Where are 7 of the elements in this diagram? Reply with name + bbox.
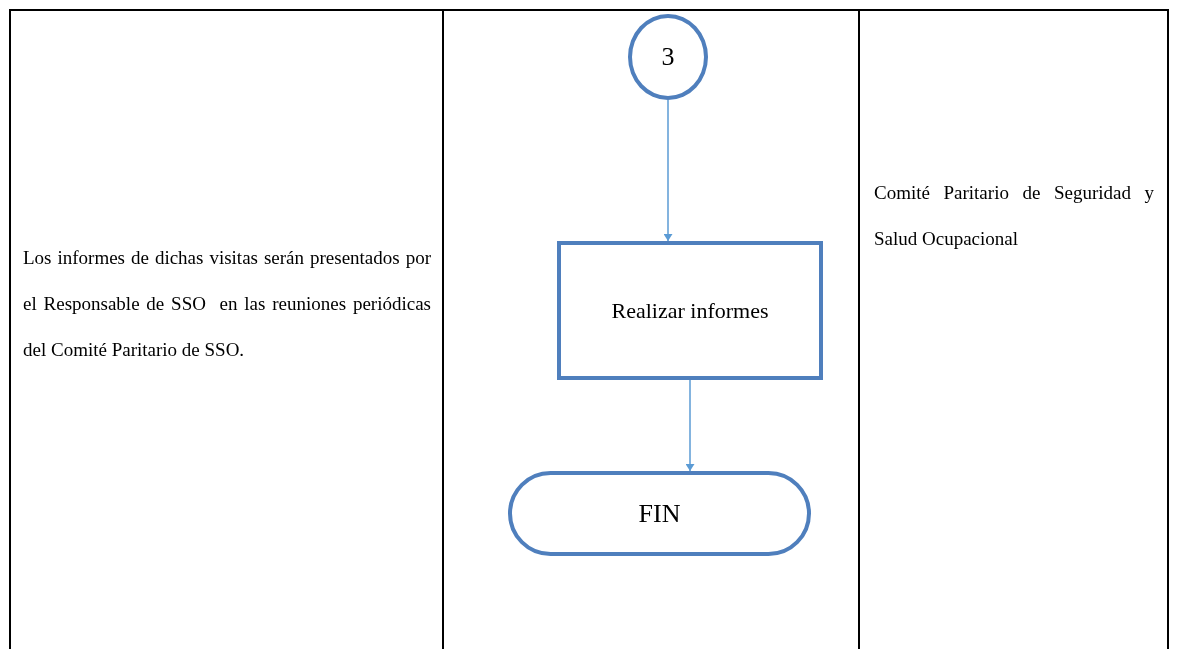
arrow (664, 99, 672, 242)
description-text: Los informes de dichas visitas serán presentados por el Responsable de SSO en las reuniones periódicas del Comité Paritario de SSO. (23, 246, 431, 362)
process-box: Realizar informes (557, 241, 823, 380)
terminal-shape: FIN (508, 471, 811, 556)
connector-circle: 3 (628, 14, 708, 100)
responsible-text: Comité Paritario de Seguridad y Salud Ocupacional (874, 181, 1154, 251)
arrow (686, 379, 694, 472)
